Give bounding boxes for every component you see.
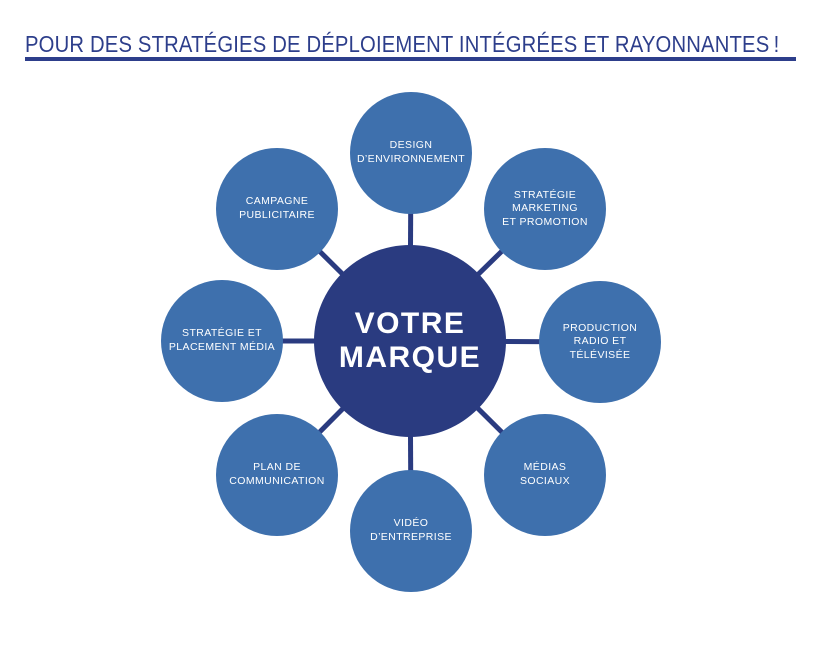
node-label: MÉDIAS SOCIAUX	[519, 461, 571, 487]
node-production-radio-televisee: PRODUCTION RADIO ET TÉLÉVISÉE	[539, 281, 661, 403]
title-underline	[25, 57, 796, 61]
node-campagne-publicitaire: CAMPAGNE PUBLICITAIRE	[216, 148, 338, 270]
node-label: PRODUCTION RADIO ET TÉLÉVISÉE	[562, 321, 638, 361]
node-label: DESIGN D’ENVIRONNEMENT	[356, 139, 466, 165]
node-design-environnement: DESIGN D’ENVIRONNEMENT	[350, 92, 472, 214]
node-label: STRATÉGIE ET PLACEMENT MÉDIA	[168, 327, 276, 353]
node-video-entreprise: VIDÉO D’ENTREPRISE	[350, 470, 472, 592]
node-label: VIDÉO D’ENTREPRISE	[370, 517, 452, 543]
node-label: CAMPAGNE PUBLICITAIRE	[239, 195, 315, 221]
hub-label: VOTRE MARQUE	[338, 307, 482, 374]
node-label: STRATÉGIE MARKETING ET PROMOTION	[502, 188, 588, 228]
node-plan-communication: PLAN DE COMMUNICATION	[216, 414, 338, 536]
page-title: POUR DES STRATÉGIES DE DÉPLOIEMENT INTÉG…	[25, 31, 780, 57]
node-strategie-placement-media: STRATÉGIE ET PLACEMENT MÉDIA	[161, 280, 283, 402]
hub-node-votre-marque: VOTRE MARQUE	[314, 245, 506, 437]
node-medias-sociaux: MÉDIAS SOCIAUX	[484, 414, 606, 536]
node-label: PLAN DE COMMUNICATION	[229, 461, 325, 487]
node-strategie-marketing-promotion: STRATÉGIE MARKETING ET PROMOTION	[484, 148, 606, 270]
